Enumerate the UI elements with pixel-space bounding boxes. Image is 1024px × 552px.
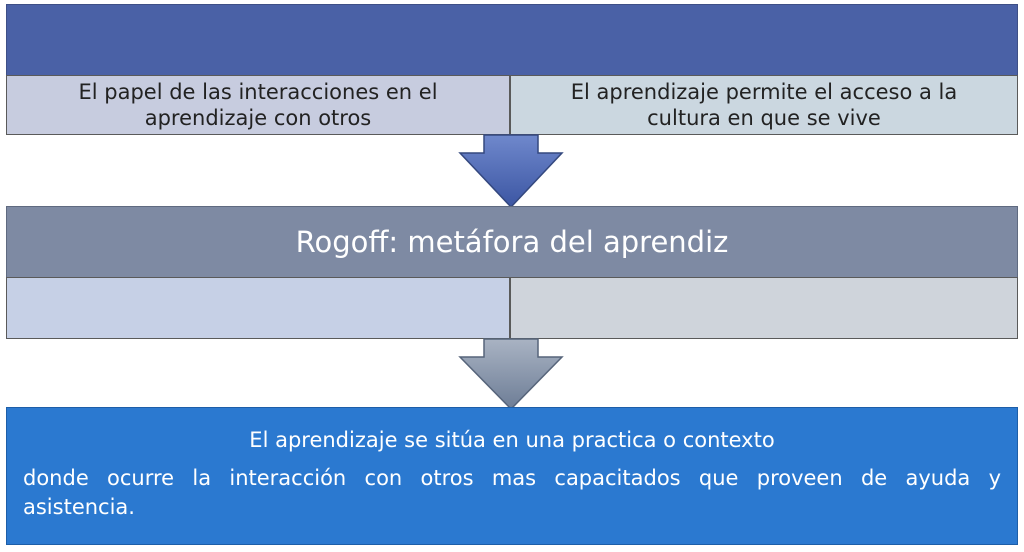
middle-header-title: Rogoff: metáfora del aprendiz bbox=[295, 225, 729, 259]
bottom-description-box: El aprendizaje se sitúa en una practica … bbox=[6, 407, 1018, 545]
top-right-text: El aprendizaje permite el acceso a la cu… bbox=[570, 80, 958, 130]
top-left-box: El papel de las interacciones en el apre… bbox=[6, 75, 510, 135]
top-left-text: El papel de las interacciones en el apre… bbox=[78, 80, 438, 130]
top-header-bar bbox=[6, 4, 1018, 76]
middle-header-bar: Rogoff: metáfora del aprendiz bbox=[6, 206, 1018, 278]
down-arrow-icon bbox=[458, 338, 564, 411]
bottom-body-text: donde ocurre la interacción con otros ma… bbox=[23, 466, 1001, 519]
middle-left-box bbox=[6, 277, 510, 339]
bottom-heading-text: El aprendizaje se sitúa en una practica … bbox=[249, 428, 775, 452]
middle-right-box bbox=[510, 277, 1018, 339]
down-arrow-icon bbox=[458, 134, 564, 209]
top-right-box: El aprendizaje permite el acceso a la cu… bbox=[510, 75, 1018, 135]
